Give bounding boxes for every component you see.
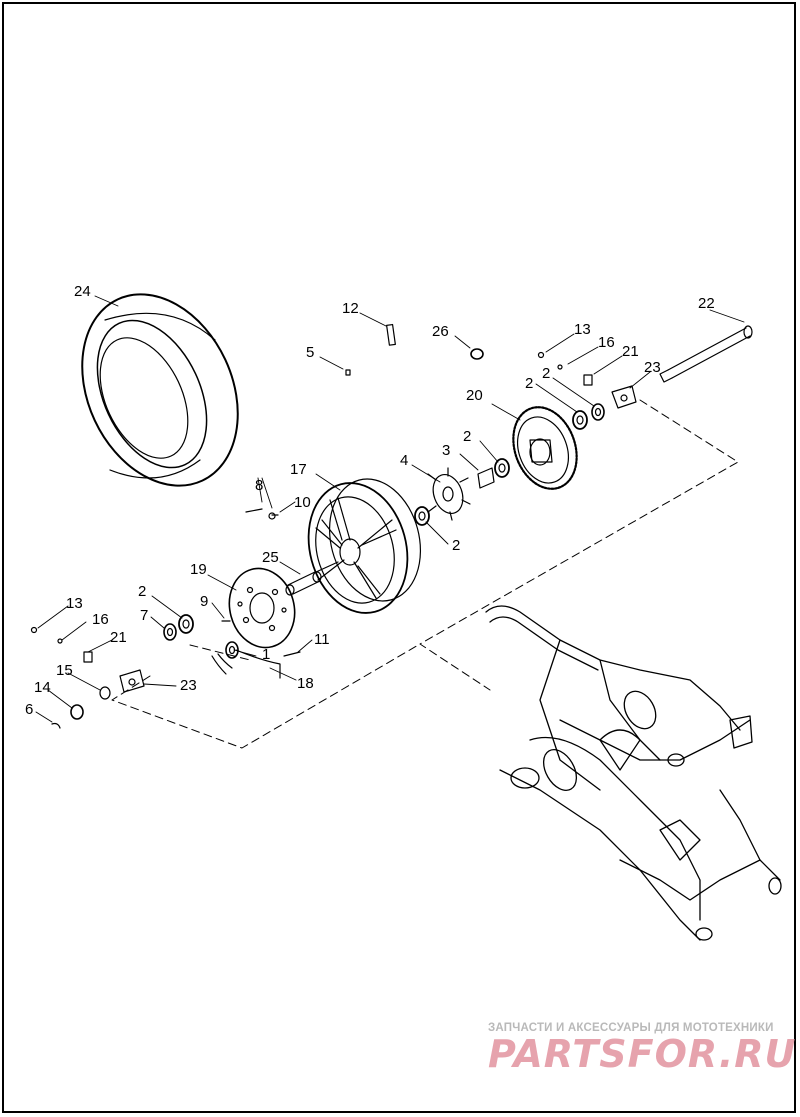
callout-1: 1: [262, 646, 270, 663]
callout-2-d: 2: [452, 537, 460, 554]
callout-2-a: 2: [525, 375, 533, 392]
motorcycle-frame: [485, 605, 782, 941]
callout-2-b: 2: [542, 365, 550, 382]
callout-6: 6: [25, 701, 33, 718]
callout-10: 10: [294, 494, 311, 511]
callout-3: 3: [442, 442, 450, 459]
callout-24: 24: [74, 283, 91, 300]
callout-21-left: 21: [110, 629, 127, 646]
axle: [659, 325, 753, 383]
assembly-guide-lines: [111, 399, 739, 749]
callout-21-top: 21: [622, 343, 639, 360]
fasteners: [30, 323, 593, 729]
callout-25: 25: [262, 549, 279, 566]
watermark-tagline: ЗАПЧАСТИ И АКСЕССУАРЫ ДЛЯ МОТОТЕХНИКИ: [488, 1022, 774, 1034]
callout-26: 26: [432, 323, 449, 340]
callout-7: 7: [140, 607, 148, 624]
callout-8: 8: [255, 477, 263, 494]
callout-16-left: 16: [92, 611, 109, 628]
spacer-tube: [285, 571, 322, 596]
callout-4: 4: [400, 452, 408, 469]
callout-14: 14: [34, 679, 51, 696]
brake-rotor: [228, 567, 296, 649]
callout-12: 12: [342, 300, 359, 317]
callout-15: 15: [56, 662, 73, 679]
callout-numbers: 24 12 5 26 13 16 21 22 23 2 2 20 2 3 4 1…: [25, 283, 715, 718]
bearings: [163, 403, 605, 659]
callout-11: 11: [314, 631, 330, 648]
watermark-logo: PARTSFOR.RU: [488, 1032, 797, 1076]
callout-2-e: 2: [138, 583, 146, 600]
callout-19: 19: [190, 561, 207, 578]
callout-16-top: 16: [598, 334, 615, 351]
rear-wheel: [307, 478, 422, 614]
callout-13-top: 13: [574, 321, 591, 338]
callout-13-left: 13: [66, 595, 83, 612]
callout-9: 9: [200, 593, 208, 610]
rear-tire: [81, 293, 239, 487]
callout-17: 17: [290, 461, 307, 478]
leader-lines: [35, 295, 745, 723]
callout-20: 20: [466, 387, 483, 404]
axle-adjusters: [119, 385, 637, 693]
callout-23-top: 23: [644, 359, 661, 376]
callout-5: 5: [306, 344, 314, 361]
rear-pulley: [512, 406, 578, 490]
callout-23-left: 23: [180, 677, 197, 694]
callout-2-c: 2: [463, 428, 471, 445]
cush-drive: [427, 467, 471, 521]
callout-18: 18: [297, 675, 314, 692]
callout-22: 22: [698, 295, 715, 312]
